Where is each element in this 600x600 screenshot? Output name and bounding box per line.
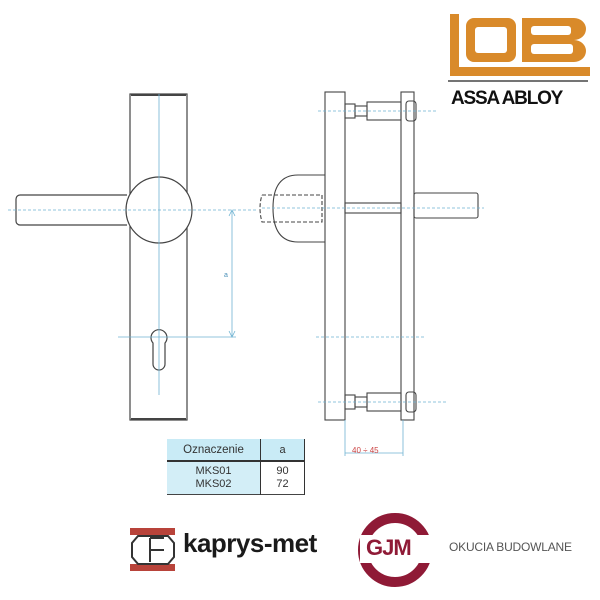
lob-logo (450, 14, 590, 76)
header-a: a (260, 439, 305, 462)
kaprys-met-logo: kaprys-met (183, 528, 317, 558)
assa-abloy-logo: ASSA ABLOY (451, 88, 563, 109)
front-centerlines (8, 94, 258, 395)
cell-a: 90 (276, 465, 289, 477)
cell-code: MKS01 (195, 465, 232, 477)
gjm-logo: GJM (366, 535, 412, 560)
cell-code: MKS02 (195, 478, 232, 490)
side-view (259, 91, 479, 421)
table-header-row: Oznaczenie a (167, 439, 305, 462)
cell-a: 72 (276, 478, 289, 490)
inner-plate (400, 91, 415, 421)
front-view (15, 93, 193, 421)
door-thickness-label: 40 ÷ 45 (352, 446, 379, 455)
thickness-dimension (344, 420, 404, 456)
outer-plate (324, 91, 346, 421)
dimension-a-label: a (224, 272, 228, 279)
kaprys-met-logo-icon (130, 528, 175, 571)
gjm-logo-emblem (358, 513, 432, 587)
side-centerlines (262, 110, 484, 403)
header-oznaczenie: Oznaczenie (167, 439, 261, 462)
keyhole-icon (150, 329, 168, 371)
inner-lever-stub (413, 192, 479, 219)
gjm-tagline: OKUCIA BUDOWLANE (449, 540, 572, 554)
side-knob (272, 174, 325, 243)
